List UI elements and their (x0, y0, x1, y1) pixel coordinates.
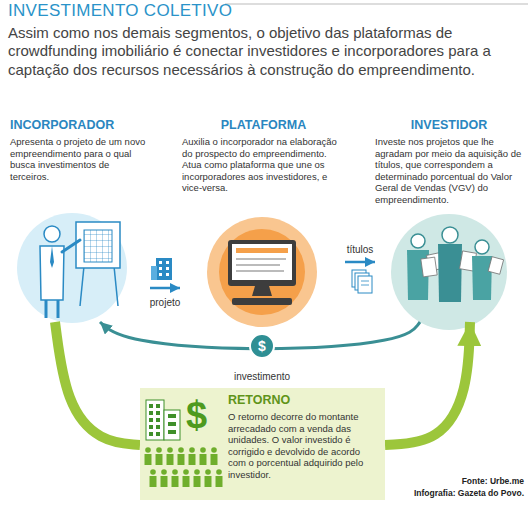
return-illustration (140, 388, 226, 500)
actor-column: PLATAFORMA Auxilia o incorporador na elab… (180, 118, 345, 322)
developer-illustration (17, 213, 127, 323)
node-heading: RETORNO (228, 393, 379, 408)
node-heading: INCORPORADOR (10, 118, 148, 133)
return-box: RETORNO O retorno decorre do montante arr… (140, 388, 385, 500)
coin-symbol: $ (258, 338, 266, 354)
title-rule (225, 4, 528, 5)
edge-label: títulos (345, 244, 376, 255)
source-note: Fonte: Urbe.me (462, 477, 524, 487)
documents-icon (352, 270, 372, 293)
money-symbol: $ (186, 394, 207, 438)
edge-label: projeto (148, 297, 183, 308)
node-body: Auxilia o incorporador na elaboração do … (182, 136, 345, 194)
actor-column: INVESTIDOR Investe nos projetos que lhe a… (375, 118, 523, 322)
flow-arrow (385, 322, 470, 445)
node-heading: PLATAFORMA (182, 118, 345, 133)
actor-column: INCORPORADOR Apresenta o projeto de um no… (10, 118, 150, 322)
title: INVESTIMENTO COLETIVO (8, 1, 232, 21)
flow-arrow (150, 287, 180, 290)
intro-text: Assim como nos demais segmentos, o objet… (8, 24, 520, 79)
credit-note: Infografia: Gazeta do Povo. (414, 489, 524, 499)
computer-illustration (207, 217, 317, 327)
node-heading: INVESTIDOR (375, 118, 523, 133)
building-icon (151, 258, 172, 280)
flow-arrow (345, 261, 375, 264)
node-body: O retorno decorre do montante arrecadado… (228, 411, 379, 480)
investors-illustration (391, 214, 507, 330)
coin-icon (250, 334, 274, 358)
node-body: Apresenta o projeto de um novo empreendi… (10, 136, 148, 182)
edge-label: investimento (232, 371, 292, 382)
flow-arrow (55, 322, 140, 445)
node-body: Investe nos projetos que lhe agradam por… (375, 136, 523, 205)
